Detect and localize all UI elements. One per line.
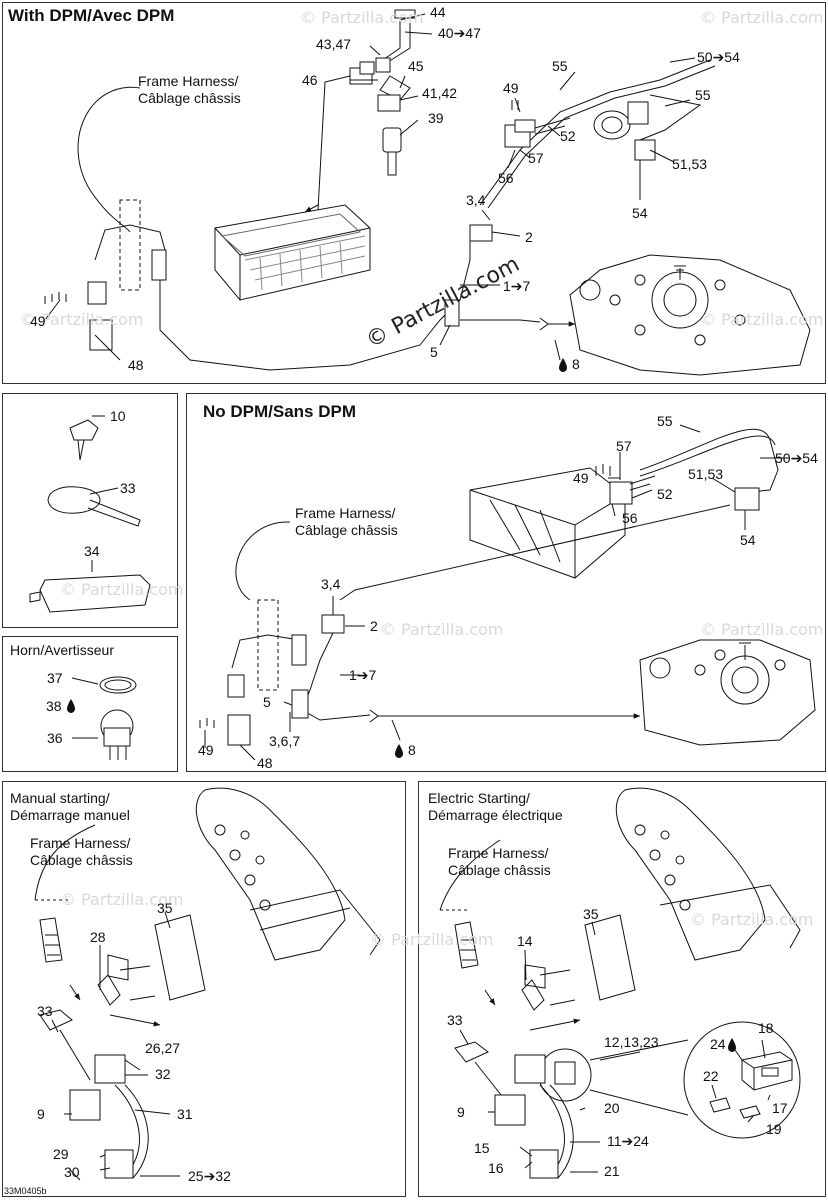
watermark: © Partzilla.com (380, 620, 504, 639)
callout-28: 28 (90, 929, 106, 945)
watermark: © Partzilla.com (60, 580, 184, 599)
callout-49: 49 (30, 313, 46, 329)
callout-32: 32 (155, 1066, 171, 1082)
electric-starting-title: Electric Starting/ Démarrage électrique (428, 790, 563, 823)
watermark: © Partzilla.com (370, 930, 494, 949)
watermark: © Partzilla.com (700, 310, 824, 329)
with-dpm-title: With DPM/Avec DPM (8, 6, 175, 25)
callout-35: 35 (157, 900, 173, 916)
steering-column-manual (195, 787, 381, 961)
ecu-module-top (214, 204, 371, 301)
callout-1-7: 1➔7 (349, 667, 377, 683)
manual-starting-title: Manual starting/ Démarrage manuel (10, 790, 130, 823)
callout-50-54: 50➔54 (775, 450, 818, 466)
callout-20: 20 (604, 1100, 620, 1116)
frame-harness-label: Frame Harness/ Câblage châssis (295, 505, 398, 538)
watermark: © Partzilla.com (700, 620, 824, 639)
callout-24: 24 (710, 1036, 726, 1052)
callout-34: 34 (84, 543, 100, 559)
engine-head-nodpm (639, 639, 816, 746)
callout-38: 38 (46, 698, 62, 714)
callout-33: 33 (447, 1012, 463, 1028)
callout-15: 15 (474, 1140, 490, 1156)
callout-3-4: 3,4 (321, 576, 341, 592)
callout-12-13-23: 12,13,23 (604, 1034, 659, 1050)
horn-panel (2, 636, 178, 772)
callout-54: 54 (632, 205, 648, 221)
callout-30: 30 (64, 1164, 80, 1180)
callout-31: 31 (177, 1106, 193, 1122)
callout-33: 33 (120, 480, 136, 496)
callout-3-6-7: 3,6,7 (269, 733, 301, 749)
callout-46: 46 (302, 72, 318, 88)
callout-49: 49 (503, 80, 519, 96)
callout-22: 22 (703, 1068, 719, 1084)
callout-5: 5 (263, 694, 271, 710)
callout-8: 8 (408, 742, 416, 758)
watermark: © Partzilla.com (690, 910, 814, 929)
callout-16: 16 (488, 1160, 504, 1176)
ecu-module-nodpm (469, 467, 626, 579)
callout-36: 36 (47, 730, 63, 746)
callout-29: 29 (53, 1146, 69, 1162)
callout-49: 49 (573, 470, 589, 486)
callout-44: 44 (430, 4, 446, 20)
callout-39: 39 (428, 110, 444, 126)
callout-48: 48 (128, 357, 144, 373)
callout-11-24: 11➔24 (607, 1133, 649, 1149)
callout-9: 9 (457, 1104, 465, 1120)
callout-49: 49 (198, 742, 214, 758)
frame-harness-label: Frame Harness/ Câblage châssis (448, 845, 551, 878)
callout-40-47: 40➔47 (438, 25, 481, 41)
drop-icon-group (67, 358, 736, 1052)
callout-35: 35 (583, 906, 599, 922)
callout-43-47: 43,47 (316, 36, 352, 52)
callout-17: 17 (772, 1100, 788, 1116)
callout-1-7: 1➔7 (503, 278, 531, 294)
no-dpm-title: No DPM/Sans DPM (203, 402, 357, 421)
callout-21: 21 (604, 1163, 620, 1179)
callout-45: 45 (408, 58, 424, 74)
callout-55: 55 (657, 413, 673, 429)
callout-52: 52 (560, 128, 576, 144)
callout-19: 19 (766, 1121, 782, 1137)
callout-56: 56 (622, 510, 638, 526)
watermark: © Partzilla.com (700, 8, 824, 27)
callout-51-53: 51,53 (688, 466, 724, 482)
watermark: © Partzilla.com (20, 310, 144, 329)
callout-57: 57 (616, 438, 632, 454)
callout-55: 55 (552, 58, 568, 74)
callout-52: 52 (657, 486, 673, 502)
callout-55: 55 (695, 87, 711, 103)
engine-head-top (569, 254, 811, 376)
callout-48: 48 (257, 755, 273, 771)
callout-2: 2 (370, 618, 378, 634)
watermark: © Partzilla.com (60, 890, 184, 909)
callout-8: 8 (572, 356, 580, 372)
callout-18: 18 (758, 1020, 774, 1036)
callout-37: 37 (47, 670, 63, 686)
frame-harness-label: Frame Harness/ Câblage châssis (138, 73, 241, 106)
callout-41-42: 41,42 (422, 85, 458, 101)
callout-14: 14 (517, 933, 533, 949)
frame-harness-label: Frame Harness/ Câblage châssis (30, 835, 133, 868)
callout-50-54: 50➔54 (697, 49, 740, 65)
diagram-code: 33M0405b (4, 1186, 47, 1196)
callout-56: 56 (498, 170, 514, 186)
callout-57: 57 (528, 150, 544, 166)
callout-3-4: 3,4 (466, 192, 486, 208)
horn-title: Horn/Avertisseur (10, 642, 115, 658)
callout-25-32: 25➔32 (188, 1168, 231, 1184)
callout-10: 10 (110, 408, 126, 424)
callout-26-27: 26,27 (145, 1040, 181, 1056)
callout-9: 9 (37, 1106, 45, 1122)
callout-54: 54 (740, 532, 756, 548)
watermark: © Partzilla.com (300, 8, 424, 27)
callout-33: 33 (37, 1003, 53, 1019)
steering-column-electric (615, 787, 801, 961)
callout-2: 2 (525, 229, 533, 245)
callout-51-53: 51,53 (672, 156, 708, 172)
callout-5: 5 (430, 344, 438, 360)
